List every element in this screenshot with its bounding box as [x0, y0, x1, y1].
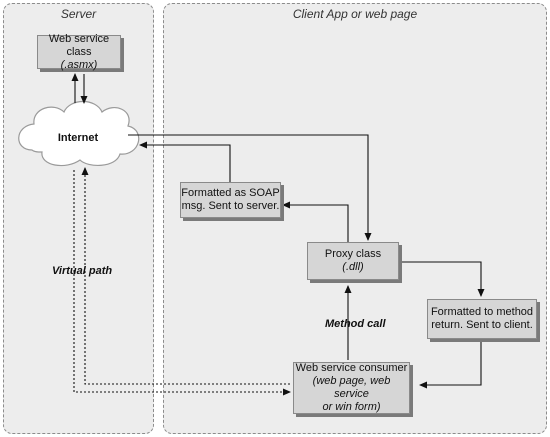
consumer-box: Web service consumer (web page, web serv… [293, 362, 410, 414]
method-return-box: Formatted to method return. Sent to clie… [427, 299, 537, 339]
proxy-class-box: Proxy class (.dll) [307, 242, 399, 280]
edge-proxy-to-return [400, 261, 485, 297]
web-service-class-sub: (.asmx) [60, 58, 98, 71]
proxy-class-sub: (.dll) [342, 261, 364, 273]
soap-box: Formatted as SOAP msg. Sent to server. [180, 182, 281, 218]
internet-label: Internet [57, 132, 99, 144]
soap-line1: Formatted as SOAP [181, 187, 280, 199]
edge-virtual-path-out [81, 167, 290, 385]
edge-return-to-consumer [419, 342, 482, 389]
method-call-label: Method call [325, 318, 386, 330]
proxy-class-title: Proxy class [324, 248, 382, 260]
soap-line2: msg. Sent to server. [181, 200, 280, 212]
method-return-line1: Formatted to method [430, 306, 534, 318]
virtual-path-label: Virtual path [52, 265, 113, 277]
method-return-line2: return. Sent to client. [431, 319, 533, 331]
edge-proxy-to-soap [282, 201, 349, 242]
edge-virtual-path-in [73, 170, 291, 396]
server-region: Server [3, 3, 154, 434]
edge-soap-to-internet [139, 141, 231, 182]
consumer-sub1: (web page, web service [312, 375, 391, 400]
consumer-sub2: or win form) [322, 401, 381, 413]
edge-internet-to-proxy [128, 134, 372, 241]
web-service-class-box: Web service class (.asmx) [37, 32, 121, 71]
server-region-title: Server [60, 7, 97, 21]
internet-cloud-icon [18, 100, 140, 167]
web-service-class-title: Web service class [48, 32, 110, 58]
client-region-title: Client App or web page [292, 7, 418, 21]
consumer-title: Web service consumer [295, 362, 408, 374]
